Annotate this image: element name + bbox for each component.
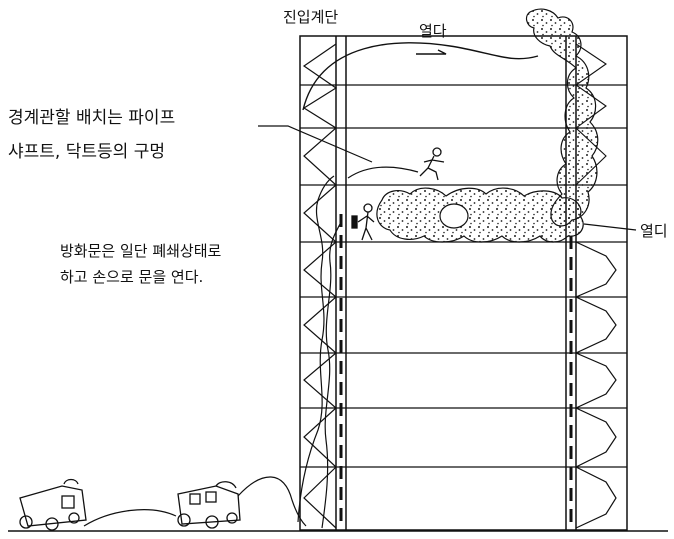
leader-open-right: [583, 223, 637, 231]
hose-route-left: [297, 175, 335, 523]
fire-truck-icon-2: [177, 481, 241, 529]
right-stair-zigzag-upper: [575, 43, 607, 186]
label-open-top: 열다: [419, 22, 447, 40]
label-entry-stairs: 진입계단: [283, 8, 339, 26]
label-vigilance-line2: 샤프트, 닥트등의 구멍: [8, 142, 165, 162]
smoke-horizontal: [376, 187, 584, 243]
firefighter-running-icon: [419, 147, 445, 181]
label-vigilance-line1: 경계관할 배치는 파이프: [8, 108, 176, 128]
hose-route-left-2: [321, 223, 341, 529]
hose-line-trucks: [83, 509, 177, 527]
fire-truck-icon: [19, 478, 87, 531]
smoke-blob: [439, 203, 469, 229]
roof-route-arrow: [302, 42, 539, 111]
leader-vigilance: [258, 125, 373, 163]
right-stair-zigzag: [574, 241, 617, 529]
hose-line-to-building: [237, 476, 307, 527]
smoke-cloud: [376, 8, 599, 243]
label-firedoor-line1: 방화문은 일단 폐쇄상태로: [60, 242, 222, 260]
roof-route-arrowhead: [416, 49, 447, 55]
firefighter-standing-icon: [351, 203, 375, 241]
jump-trajectory: [347, 166, 419, 179]
label-firedoor-line2: 하고 손으로 문을 연다.: [60, 268, 204, 286]
label-open-right: 열디: [640, 222, 668, 240]
